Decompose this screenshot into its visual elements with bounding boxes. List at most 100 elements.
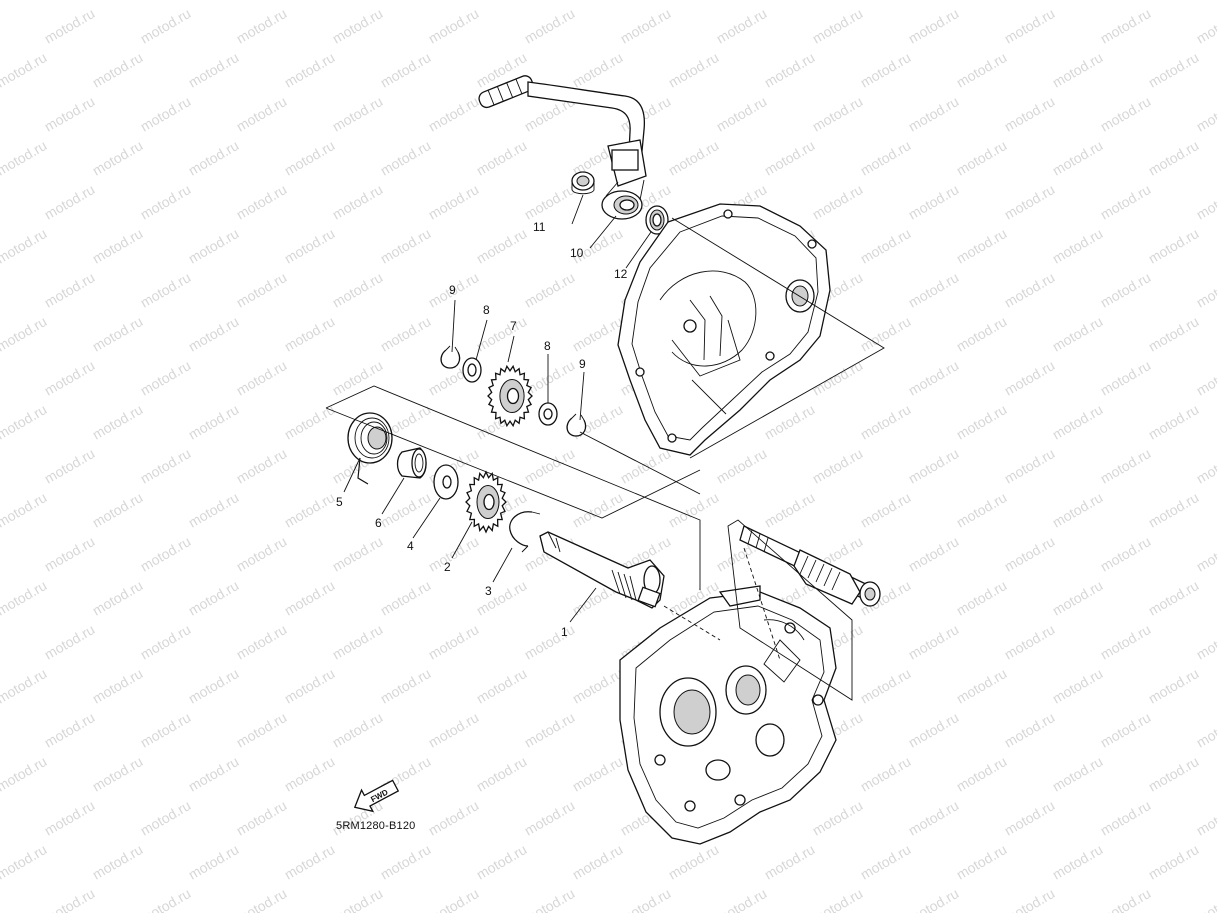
torsion-spring-part-5: [347, 412, 393, 485]
watermark-text: motod.ru: [234, 5, 290, 46]
watermark-text: motod.ru: [762, 49, 818, 90]
watermark-text: motod.ru: [282, 313, 338, 354]
watermark-text: motod.ru: [234, 269, 290, 310]
watermark-text: motod.ru: [954, 841, 1010, 882]
callout-11: 11: [533, 220, 546, 234]
watermark-text: motod.ru: [1002, 93, 1058, 134]
watermark-text: motod.ru: [1194, 5, 1217, 46]
watermark-text: motod.ru: [90, 313, 146, 354]
watermark-text: motod.ru: [714, 5, 770, 46]
watermark-text: motod.ru: [0, 841, 49, 882]
washer-part-8-left: [462, 357, 482, 383]
watermark-text: motod.ru: [42, 357, 98, 398]
watermark-text: motod.ru: [234, 357, 290, 398]
watermark-text: motod.ru: [234, 93, 290, 134]
watermark-text: motod.ru: [330, 621, 386, 662]
watermark-text: motod.ru: [810, 93, 866, 134]
watermark-text: motod.ru: [570, 313, 626, 354]
watermark-text: motod.ru: [90, 401, 146, 442]
watermark-text: motod.ru: [570, 841, 626, 882]
watermark-text: motod.ru: [906, 181, 962, 222]
watermark-text: motod.ru: [1146, 313, 1202, 354]
watermark-text: motod.ru: [1002, 797, 1058, 838]
watermark-text: motod.ru: [1050, 401, 1106, 442]
kick-lever: [478, 75, 647, 220]
watermark-text: motod.ru: [282, 0, 338, 3]
watermark-text: motod.ru: [1194, 797, 1217, 838]
watermark-text: motod.ru: [90, 577, 146, 618]
watermark-text: motod.ru: [1098, 5, 1154, 46]
watermark-text: motod.ru: [858, 489, 914, 530]
watermark-text: motod.ru: [234, 445, 290, 486]
watermark-text: motod.ru: [1050, 577, 1106, 618]
watermark-text: motod.ru: [810, 797, 866, 838]
watermark-text: motod.ru: [474, 137, 530, 178]
watermark-text: motod.ru: [762, 489, 818, 530]
watermark-text: motod.ru: [378, 577, 434, 618]
watermark-text: motod.ru: [426, 885, 482, 913]
watermark-text: motod.ru: [1146, 49, 1202, 90]
watermark-text: motod.ru: [186, 49, 242, 90]
watermark-text: motod.ru: [378, 0, 434, 3]
watermark-text: motod.ru: [1146, 841, 1202, 882]
kick-idle-gear-part-7: [487, 364, 533, 428]
watermark-text: motod.ru: [0, 0, 49, 3]
watermark-text: motod.ru: [954, 753, 1010, 794]
callout-1: 1: [561, 625, 568, 639]
watermark-text: motod.ru: [1002, 445, 1058, 486]
watermark-text: motod.ru: [618, 885, 674, 913]
watermark-text: motod.ru: [0, 577, 49, 618]
watermark-text: motod.ru: [1146, 225, 1202, 266]
watermark-text: motod.ru: [474, 313, 530, 354]
watermark-text: motod.ru: [858, 841, 914, 882]
watermark-text: motod.ru: [282, 401, 338, 442]
watermark-text: motod.ru: [1050, 313, 1106, 354]
watermark-text: motod.ru: [858, 225, 914, 266]
watermark-text: motod.ru: [1098, 533, 1154, 574]
watermark-text: motod.ru: [906, 93, 962, 134]
nut-part-11: [571, 171, 595, 195]
watermark-text: motod.ru: [0, 709, 1, 750]
watermark-text: motod.ru: [378, 313, 434, 354]
watermark-text: motod.ru: [1194, 885, 1217, 913]
watermark-text: motod.ru: [0, 49, 49, 90]
watermark-text: motod.ru: [42, 797, 98, 838]
watermark-text: motod.ru: [0, 489, 49, 530]
watermark-text: motod.ru: [810, 885, 866, 913]
watermark-text: motod.ru: [378, 489, 434, 530]
watermark-text: motod.ru: [1146, 489, 1202, 530]
watermark-text: motod.ru: [186, 665, 242, 706]
watermark-text: motod.ru: [666, 0, 722, 3]
watermark-text: motod.ru: [1050, 225, 1106, 266]
watermark-text: motod.ru: [714, 93, 770, 134]
watermark-text: motod.ru: [858, 0, 914, 3]
watermark-text: motod.ru: [330, 5, 386, 46]
watermark-text: motod.ru: [330, 885, 386, 913]
watermark-text: motod.ru: [42, 269, 98, 310]
watermark-text: motod.ru: [522, 357, 578, 398]
watermark-text: motod.ru: [1050, 49, 1106, 90]
watermark-text: motod.ru: [522, 797, 578, 838]
watermark-text: motod.ru: [234, 533, 290, 574]
watermark-text: motod.ru: [1098, 885, 1154, 913]
watermark-text: motod.ru: [858, 665, 914, 706]
watermark-text: motod.ru: [138, 885, 194, 913]
watermark-text: motod.ru: [330, 357, 386, 398]
watermark-text: motod.ru: [234, 797, 290, 838]
watermark-text: motod.ru: [1146, 665, 1202, 706]
circlip-part-9-left: [440, 345, 461, 369]
watermark-text: motod.ru: [0, 93, 1, 134]
watermark-text: motod.ru: [714, 445, 770, 486]
watermark-text: motod.ru: [762, 137, 818, 178]
watermark-text: motod.ru: [0, 885, 1, 913]
watermark-text: motod.ru: [570, 49, 626, 90]
watermark-text: motod.ru: [0, 665, 49, 706]
watermark-text: motod.ru: [1098, 357, 1154, 398]
crankcase-cover-right: [617, 203, 831, 456]
callout-3: 3: [485, 584, 492, 598]
watermark-text: motod.ru: [282, 225, 338, 266]
watermark-text: motod.ru: [42, 621, 98, 662]
watermark-text: motod.ru: [954, 49, 1010, 90]
watermark-text: motod.ru: [42, 885, 98, 913]
watermark-text: motod.ru: [1146, 753, 1202, 794]
